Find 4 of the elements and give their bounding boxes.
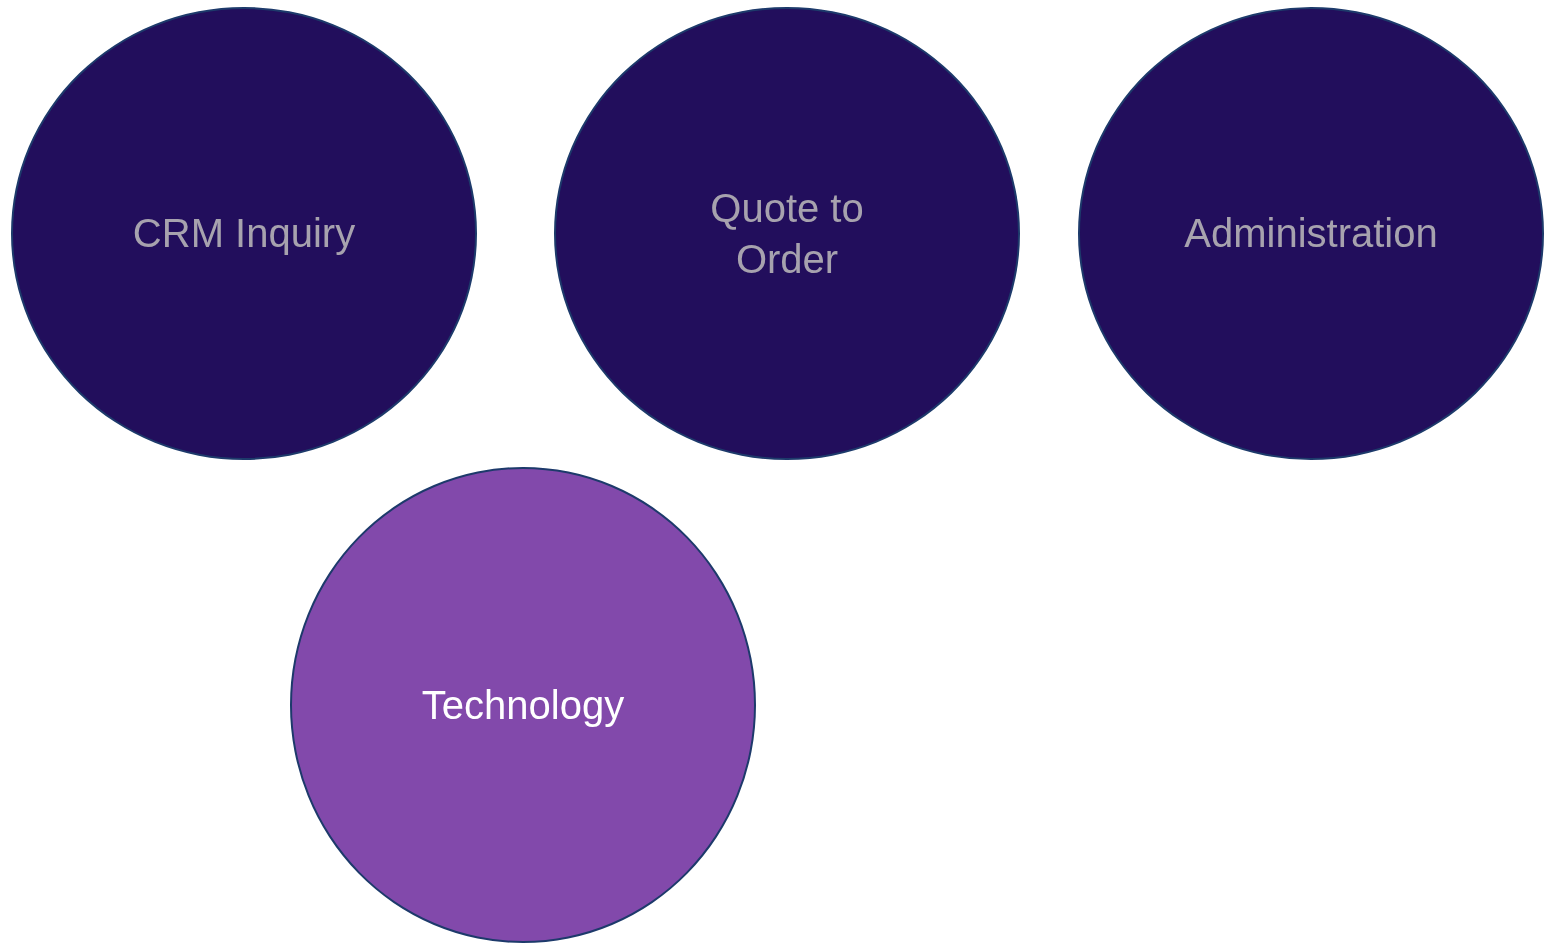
node-label: CRM Inquiry	[132, 210, 356, 257]
node-label: Administration	[1184, 210, 1438, 257]
node-label: Quote to Order	[709, 184, 865, 283]
node-label: Technology	[421, 681, 625, 729]
